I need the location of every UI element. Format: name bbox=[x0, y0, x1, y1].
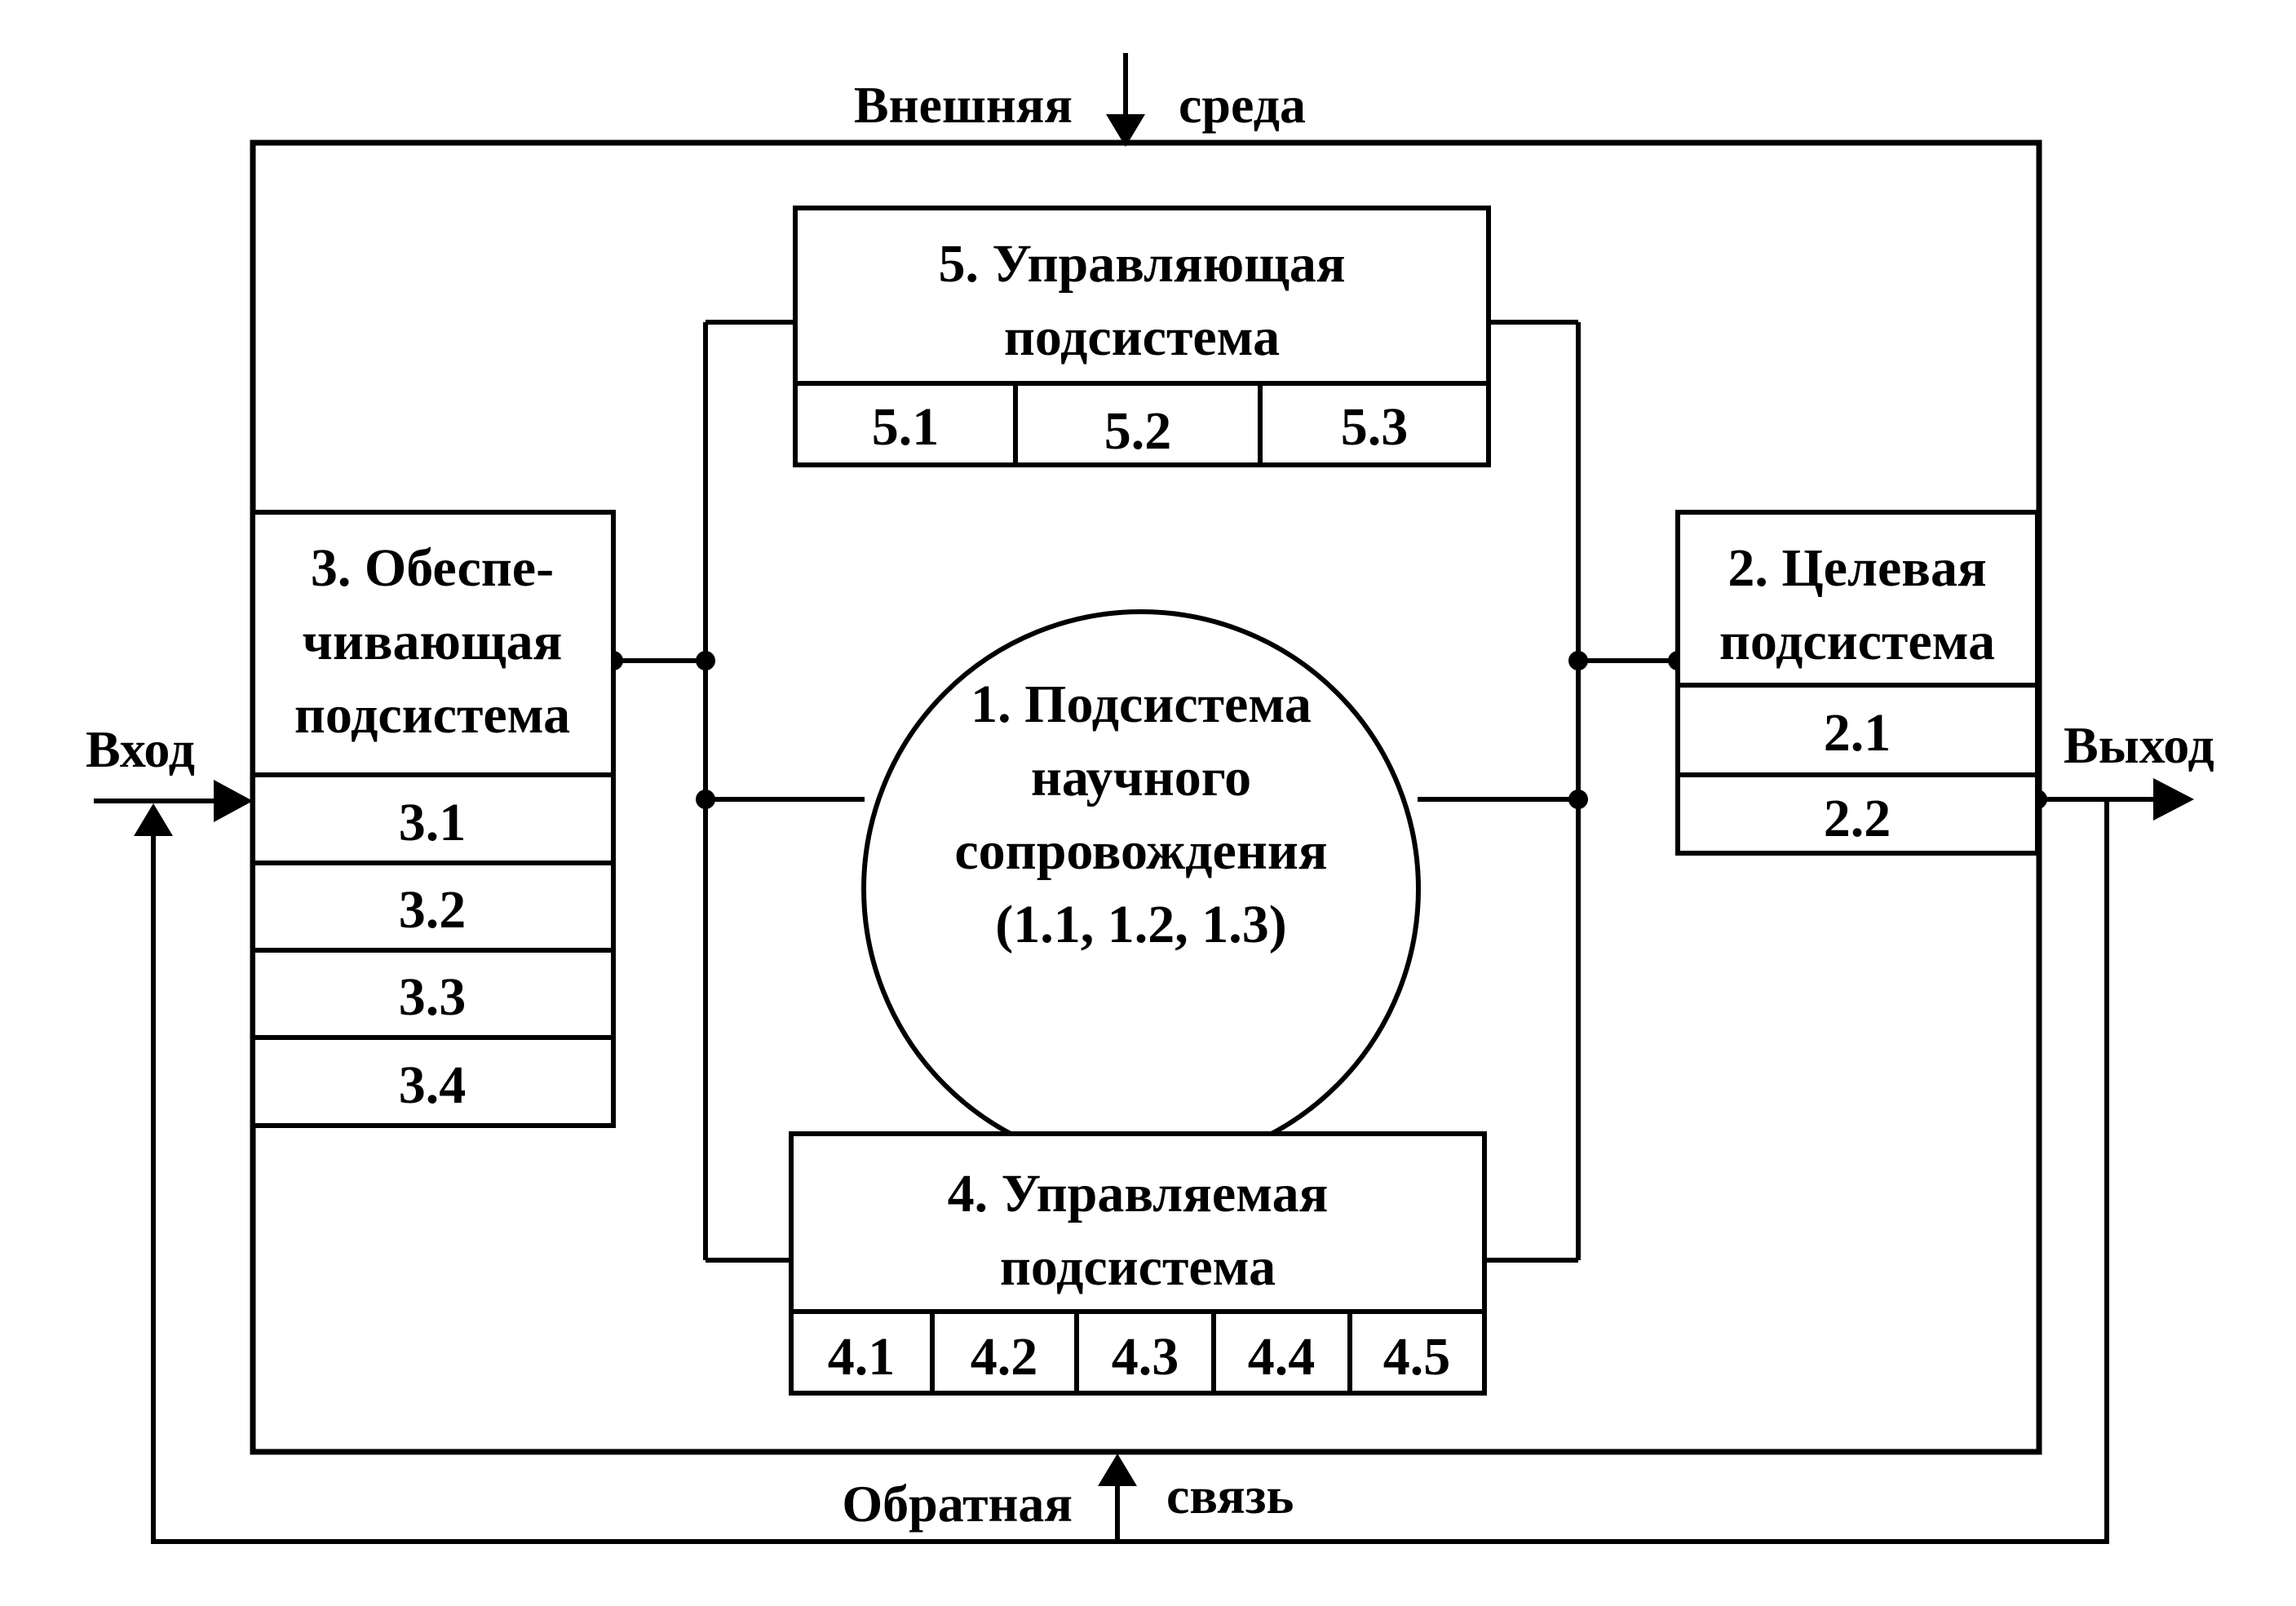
support-title-line-3: подсистема bbox=[294, 685, 570, 745]
target-title-line-1: 2. Целевая bbox=[1728, 538, 1986, 598]
managed-title-line-1: 4. Управляемая bbox=[948, 1164, 1329, 1223]
managed-cell: 4.2 bbox=[971, 1327, 1038, 1387]
input-flow: Вход bbox=[86, 720, 253, 822]
external-environment: Внешняя среда bbox=[854, 53, 1306, 147]
output-arrow-icon bbox=[2153, 778, 2194, 821]
center-line-1: 1. Подсистема bbox=[971, 675, 1312, 734]
feedback-arrow-icon bbox=[1098, 1453, 1137, 1486]
target-subsystem: 2. Целевая подсистема 2.1 2.2 bbox=[1675, 510, 2040, 856]
environment-label-right: среда bbox=[1179, 76, 1306, 134]
feedback-loop: Обратная связь bbox=[134, 799, 2109, 1544]
input-arrow-icon bbox=[214, 780, 253, 822]
center-line-2: научного bbox=[1031, 748, 1251, 807]
managed-cell: 4.4 bbox=[1248, 1327, 1316, 1387]
output-flow: Выход bbox=[2037, 716, 2214, 821]
support-title-line-1: 3. Обеспе- bbox=[311, 538, 554, 598]
support-cell: 3.3 bbox=[399, 967, 467, 1027]
feedback-label-right: связь bbox=[1166, 1467, 1294, 1524]
feedback-input-arrow-icon bbox=[134, 803, 173, 836]
input-label: Вход bbox=[86, 720, 195, 778]
environment-label-left: Внешняя bbox=[854, 76, 1073, 134]
support-subsystem: 3. Обеспе- чивающая подсистема 3.1 3.2 3… bbox=[250, 510, 616, 1128]
environment-arrow-icon bbox=[1106, 114, 1145, 147]
support-title-line-2: чивающая bbox=[303, 612, 563, 671]
control-title-line-1: 5. Управляющая bbox=[938, 234, 1345, 294]
managed-subsystem: 4. Управляемая подсистема 4.1 4.2 4.3 4.… bbox=[789, 1131, 1487, 1396]
support-cell: 3.4 bbox=[399, 1055, 467, 1115]
output-label: Выход bbox=[2064, 716, 2214, 774]
support-cell: 3.1 bbox=[399, 793, 467, 852]
managed-cell: 4.3 bbox=[1112, 1327, 1179, 1387]
control-cell: 5.3 bbox=[1341, 397, 1409, 457]
target-cell: 2.1 bbox=[1824, 703, 1891, 763]
control-title-line-2: подсистема bbox=[1004, 307, 1280, 367]
target-title-line-2: подсистема bbox=[1719, 612, 1995, 671]
center-line-3: сопровождения bbox=[954, 821, 1327, 881]
scientific-support-subsystem: 1. Подсистема научного сопровождения (1.… bbox=[861, 609, 1421, 1169]
control-cell: 5.2 bbox=[1104, 401, 1172, 461]
managed-cell: 4.5 bbox=[1383, 1327, 1451, 1387]
feedback-label-left: Обратная bbox=[842, 1475, 1073, 1533]
support-cell: 3.2 bbox=[399, 880, 467, 940]
target-cell: 2.2 bbox=[1824, 789, 1891, 848]
center-line-4: (1.1, 1.2, 1.3) bbox=[995, 895, 1286, 954]
managed-title-line-2: подсистема bbox=[1000, 1237, 1276, 1297]
control-subsystem: 5. Управляющая подсистема 5.1 5.2 5.3 bbox=[793, 206, 1491, 467]
control-cell: 5.1 bbox=[872, 397, 940, 457]
managed-cell: 4.1 bbox=[828, 1327, 896, 1387]
